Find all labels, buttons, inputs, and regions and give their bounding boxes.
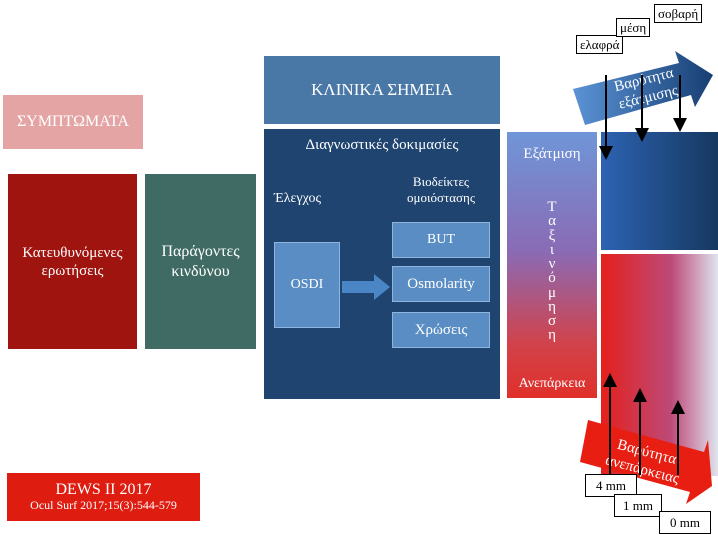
classification-letter: η	[548, 327, 556, 344]
0mm-label: 0 mm	[659, 511, 711, 534]
insufficiency-severity-arrow: Βαρύτητα ανεπάρκειας	[580, 420, 712, 504]
dews-reference-box: DEWS II 2017 Ocul Surf 2017;15(3):544-57…	[7, 473, 200, 521]
classification-bar: Εξάτμιση Τ α ξ ι ν ό μ η σ η Ανεπάρκεια	[507, 132, 597, 398]
osdi-box: OSDI	[274, 242, 340, 328]
symptoms-header-label: ΣΥΜΠΤΩΜΑΤΑ	[16, 113, 130, 130]
symptoms-header: ΣΥΜΠΤΩΜΑΤΑ	[3, 95, 143, 149]
diagnostic-tests-title: Διαγνωστικές δοκιμασίες	[305, 137, 459, 153]
guided-questions-box: Κατευθυνόμενες ερωτήσεις	[8, 174, 137, 349]
dews-citation: Ocul Surf 2017;15(3):544-579	[30, 498, 177, 513]
classification-letter: ξ	[548, 227, 556, 244]
evaporation-gradient-panel	[601, 132, 718, 250]
guided-questions-label: Κατευθυνόμενες ερωτήσεις	[22, 244, 123, 279]
osmolarity-label: Osmolarity	[407, 275, 475, 292]
classification-letter: μ	[547, 284, 557, 301]
classification-letter: Τ	[547, 199, 557, 215]
clinical-signs-header-label: ΚΛΙΝΙΚΑ ΣΗΜΕΙΑ	[311, 80, 453, 99]
staining-box: Χρώσεις	[392, 312, 490, 348]
insufficiency-label: Ανεπάρκεια	[518, 376, 586, 391]
severity-moderate-label: μέση	[616, 18, 651, 37]
but-box: BUT	[392, 222, 490, 258]
diagnostic-tests-panel: Διαγνωστικές δοκιμασίες Έλεγχος Βιοδείκτ…	[264, 129, 500, 399]
4mm-label: 4 mm	[585, 474, 637, 497]
classification-letter: ν	[548, 256, 556, 272]
1mm-label: 1 mm	[614, 494, 662, 517]
classification-letter: ό	[548, 270, 556, 287]
classification-letter: η	[548, 298, 556, 315]
severity-marker-arrows	[599, 75, 687, 475]
risk-factors-box: Παράγοντες κινδύνου	[145, 174, 256, 349]
classification-letter: ι	[549, 241, 555, 258]
dews-title: DEWS II 2017	[55, 480, 152, 498]
but-label: BUT	[427, 232, 455, 247]
evaporation-label: Εξάτμιση	[523, 146, 581, 162]
screening-label: Έλεγχος	[274, 191, 322, 206]
osmolarity-box: Osmolarity	[392, 266, 490, 302]
homeostasis-markers-label: Βιοδείκτες ομοιόστασης	[407, 174, 475, 206]
classification-vertical-label: Τ α ξ ι ν ό μ η σ η	[507, 199, 597, 344]
severity-mild-label: ελαφρά	[576, 35, 624, 54]
right-arrow-icon	[342, 274, 390, 300]
classification-letter: σ	[547, 313, 557, 329]
classification-letter: α	[548, 213, 556, 230]
clinical-signs-header: ΚΛΙΝΙΚΑ ΣΗΜΕΙΑ	[264, 56, 500, 124]
staining-label: Χρώσεις	[414, 321, 468, 338]
risk-factors-label: Παράγοντες κινδύνου	[161, 243, 240, 280]
severity-severe-label: σοβαρή	[654, 4, 703, 23]
osdi-label: OSDI	[290, 277, 324, 292]
